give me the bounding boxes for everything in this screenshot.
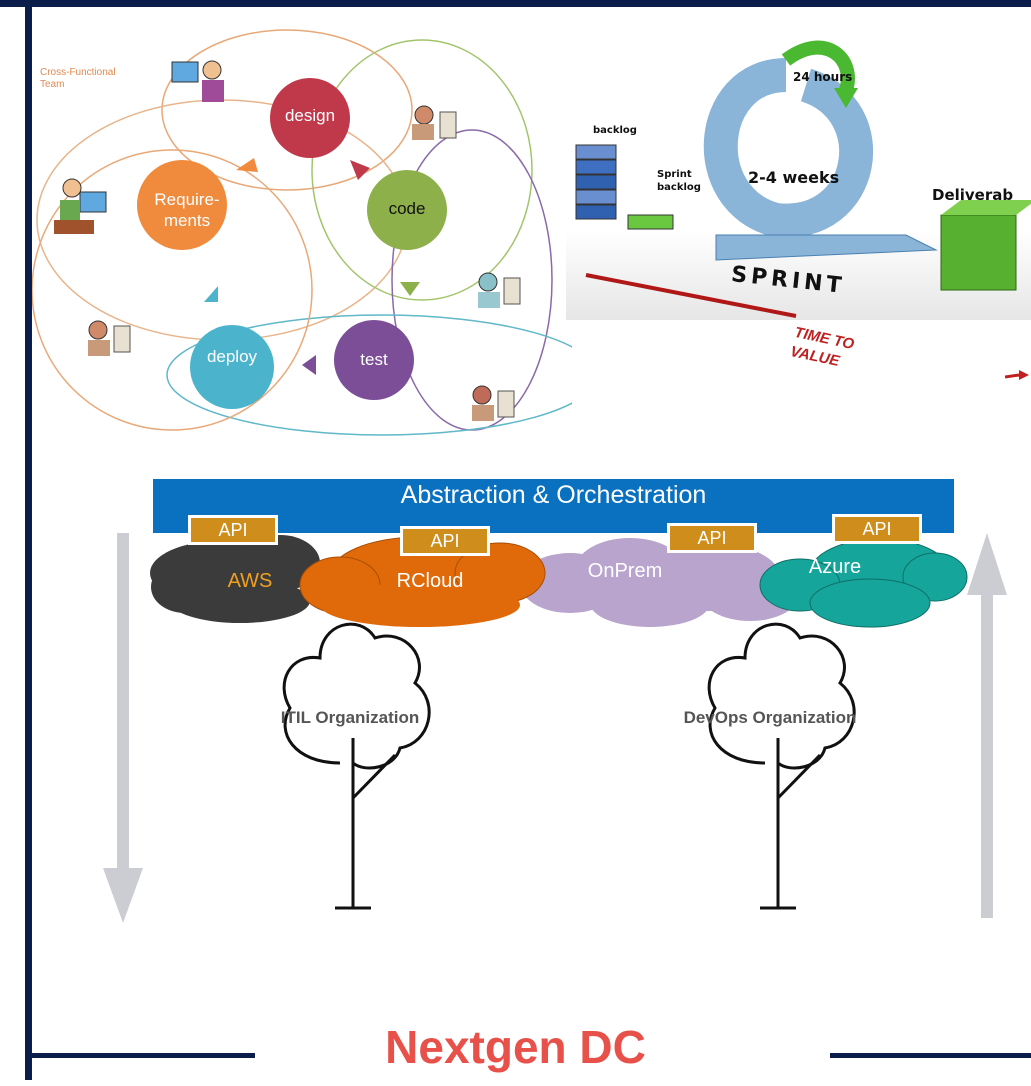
abstraction-band-label: Abstraction & Orchestration: [400, 481, 707, 509]
orbit-ellipse: [32, 149, 313, 431]
code-circle: [367, 170, 447, 250]
sprint-graphic: [575, 40, 1031, 318]
person-sketch-icon: [88, 320, 131, 356]
devops-organization-label: DevOps Organization: [683, 708, 857, 727]
design-label: design: [284, 106, 336, 125]
requirements-label-line2: ments: [163, 211, 211, 230]
cloud-rcloud-icon: [299, 536, 546, 627]
deliverable-box-top: [941, 200, 1031, 215]
arrow-icon: [350, 160, 370, 180]
design-circle: [270, 78, 350, 158]
requirements-circle: [137, 160, 227, 250]
backlog-label: backlog: [593, 125, 637, 136]
arrow-icon: [204, 286, 218, 302]
orbit-ellipse: [311, 39, 533, 301]
cloud-azure-icon: [759, 538, 968, 628]
frame-left-border: [25, 0, 32, 1080]
person-sketch-icon: [472, 385, 515, 421]
devops-tree-icon: [707, 622, 856, 910]
aws-api-tag: API: [188, 515, 278, 545]
test-label: test: [360, 350, 388, 369]
aws-cloud-label: AWS: [227, 570, 273, 592]
frame-bottom-border-left: [25, 1053, 255, 1058]
organizations-panel: [103, 533, 1007, 923]
cloud-aws-icon: [150, 535, 320, 623]
arrow-right-icon: [1005, 370, 1029, 380]
sprint-backlog-label-line1: Sprint: [657, 169, 692, 180]
itil-organization-label: ITIL Organization: [280, 708, 420, 727]
arrow-icon: [302, 355, 316, 375]
person-sketch-icon: [478, 272, 521, 308]
frame-top-border: [0, 0, 1031, 7]
person-sketch-icon: [412, 105, 457, 140]
backlog-stack-icon: [575, 144, 617, 220]
down-arrow-icon: [103, 868, 143, 923]
onprem-api-tag: API: [667, 523, 757, 553]
orbit-ellipse: [161, 29, 413, 191]
cloud-onprem-icon: [520, 538, 800, 627]
cycle-weeks-label: 2-4 weeks: [748, 168, 840, 187]
up-arrow-shaft: [981, 583, 993, 918]
arrow-icon: [236, 158, 258, 172]
onprem-cloud-label: OnPrem: [587, 560, 663, 582]
down-arrow-shaft: [117, 533, 129, 873]
arrow-icon: [400, 282, 420, 296]
code-label: code: [388, 199, 426, 218]
abstraction-band: [153, 479, 954, 533]
clouds-layer: [150, 535, 968, 628]
orbit-ellipse: [166, 314, 572, 436]
time-to-value-line: [585, 273, 797, 318]
rcloud-api-tag: API: [400, 526, 490, 556]
deploy-circle: [190, 325, 274, 409]
rcloud-cloud-label: RCloud: [396, 570, 464, 592]
sprint-backlog-block: [627, 214, 674, 230]
sprint-backlog-label-line2: backlog: [657, 182, 701, 193]
frame-bottom-border-right: [830, 1053, 1031, 1058]
test-circle: [334, 320, 414, 400]
arrow-icon: [834, 88, 858, 108]
footer-title: Nextgen DC: [385, 1021, 646, 1073]
cross-functional-team-label: Cross-Functional Team: [40, 67, 116, 90]
sprint-loop: [703, 58, 874, 238]
agile-cycle-diagram: [32, 29, 572, 436]
deploy-label: deploy: [206, 347, 258, 366]
requirements-label-line1: Require-: [154, 190, 220, 209]
deliverable-box: [940, 214, 1017, 291]
up-arrow-icon: [967, 533, 1007, 595]
deliverable-label: Deliverab: [932, 186, 1014, 204]
sprint-base-arrow: [715, 234, 938, 261]
person-at-computer-icon: [171, 60, 224, 102]
azure-api-tag: API: [832, 514, 922, 544]
person-at-computer-icon: [54, 178, 107, 234]
azure-cloud-label: Azure: [808, 556, 862, 578]
itil-tree-icon: [282, 622, 431, 910]
cycle-24h-label: 24 hours: [793, 70, 853, 84]
daily-cycle-arrow: [781, 40, 855, 93]
